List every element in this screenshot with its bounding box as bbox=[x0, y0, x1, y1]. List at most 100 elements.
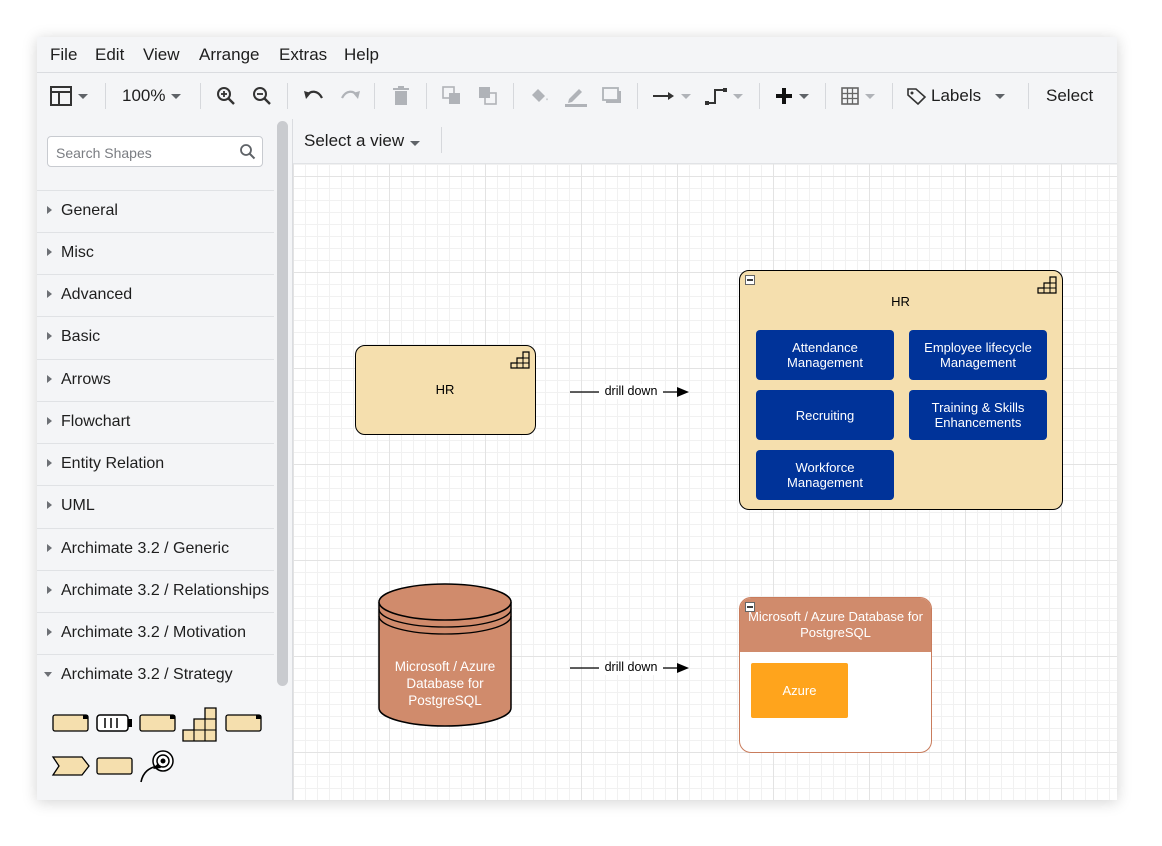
connection-style-button[interactable] bbox=[653, 73, 691, 119]
collapse-icon[interactable] bbox=[745, 602, 755, 612]
collapse-icon[interactable] bbox=[745, 275, 755, 285]
undo-icon bbox=[304, 90, 323, 99]
menu-file[interactable]: File bbox=[50, 45, 78, 64]
zoom-select[interactable]: 100% bbox=[122, 73, 182, 119]
training-skills-box[interactable]: Training & Skills Enhancements bbox=[909, 390, 1047, 440]
capability-icon bbox=[1037, 276, 1057, 294]
search-box[interactable] bbox=[47, 136, 263, 167]
menu-extras[interactable]: Extras bbox=[279, 45, 328, 64]
azure-box[interactable]: Azure bbox=[751, 663, 848, 718]
hr-group-container[interactable]: HR Attendance Management Employee lifecy… bbox=[739, 270, 1063, 510]
waypoint-icon bbox=[705, 88, 727, 105]
category-archimate-strategy[interactable]: Archimate 3.2 / Strategy bbox=[37, 654, 274, 696]
labels-text: Labels bbox=[931, 86, 982, 105]
course-of-action-shape[interactable] bbox=[96, 757, 133, 775]
category-archimate-relationships[interactable]: Archimate 3.2 / Relationships bbox=[37, 570, 274, 612]
category-label: Entity Relation bbox=[61, 455, 165, 472]
zoom-out-icon bbox=[253, 87, 271, 105]
category-entity-relation[interactable]: Entity Relation bbox=[37, 443, 274, 485]
category-label: Advanced bbox=[61, 286, 133, 303]
postgres-db-cylinder[interactable] bbox=[377, 582, 513, 730]
arrow-right-icon bbox=[653, 92, 674, 100]
table-button[interactable] bbox=[841, 73, 875, 119]
to-front-icon bbox=[442, 86, 460, 104]
select-text: Select bbox=[1046, 86, 1094, 105]
tag-icon bbox=[907, 88, 927, 105]
category-basic[interactable]: Basic bbox=[37, 316, 274, 358]
capability-steps-icon[interactable] bbox=[182, 707, 217, 742]
category-advanced[interactable]: Advanced bbox=[37, 274, 274, 316]
zoom-out-button[interactable] bbox=[252, 73, 272, 119]
target-icon[interactable] bbox=[140, 750, 174, 783]
zoom-value: 100% bbox=[122, 86, 166, 105]
diagram-canvas[interactable]: HR drill down HR Attendance Management E… bbox=[293, 164, 1117, 800]
employee-lifecycle-box[interactable]: Employee lifecycle Management bbox=[909, 330, 1047, 380]
to-back-button[interactable] bbox=[478, 73, 498, 119]
layout-panel-icon bbox=[50, 86, 72, 106]
shadow-button[interactable] bbox=[602, 73, 622, 119]
db-group-title: Microsoft / Azure Database for PostgreSQ… bbox=[748, 609, 923, 640]
db-group-container[interactable]: Microsoft / Azure Database for PostgreSQ… bbox=[739, 597, 932, 753]
select-view-dropdown[interactable]: Select a view bbox=[304, 131, 421, 151]
menu-view[interactable]: View bbox=[143, 45, 180, 64]
expand-arrow-icon bbox=[47, 501, 52, 509]
menu-help[interactable]: Help bbox=[344, 45, 379, 64]
resource-battery-shape[interactable] bbox=[96, 714, 132, 732]
category-label: Archimate 3.2 / Motivation bbox=[61, 624, 246, 641]
expand-arrow-icon bbox=[47, 332, 52, 340]
pencil-icon bbox=[565, 89, 587, 107]
collapse-arrow-icon bbox=[44, 672, 52, 677]
menu-edit[interactable]: Edit bbox=[95, 45, 125, 64]
to-front-button[interactable] bbox=[442, 73, 462, 119]
undo-button[interactable] bbox=[303, 73, 325, 119]
delete-button[interactable] bbox=[392, 73, 410, 119]
value-stream-chevron-shape[interactable] bbox=[51, 756, 90, 776]
recruiting-box[interactable]: Recruiting bbox=[756, 390, 894, 440]
capability-shape[interactable] bbox=[139, 714, 176, 732]
expand-arrow-icon bbox=[47, 586, 52, 594]
fill-color-button[interactable] bbox=[529, 73, 551, 119]
sidebar-scrollbar[interactable] bbox=[277, 121, 288, 686]
hr-capability-label: HR bbox=[435, 382, 455, 397]
line-color-button[interactable] bbox=[564, 73, 588, 119]
category-label: Flowchart bbox=[61, 413, 131, 430]
category-archimate-motivation[interactable]: Archimate 3.2 / Motivation bbox=[37, 612, 274, 654]
redo-button[interactable] bbox=[339, 73, 361, 119]
workforce-management-box[interactable]: Workforce Management bbox=[756, 450, 894, 500]
format-panel-button[interactable] bbox=[50, 73, 88, 119]
expand-arrow-icon bbox=[47, 628, 52, 636]
view-bar: Select a view bbox=[293, 119, 1117, 164]
expand-arrow-icon bbox=[47, 290, 52, 298]
zoom-in-button[interactable] bbox=[216, 73, 236, 119]
app-window: File Edit View Arrange Extras Help 100% bbox=[37, 37, 1117, 800]
category-misc[interactable]: Misc bbox=[37, 232, 274, 274]
attendance-management-box[interactable]: Attendance Management bbox=[756, 330, 894, 380]
select-view-label: Select a view bbox=[304, 131, 405, 150]
category-archimate-generic[interactable]: Archimate 3.2 / Generic bbox=[37, 528, 274, 570]
insert-button[interactable] bbox=[775, 73, 809, 119]
category-flowchart[interactable]: Flowchart bbox=[37, 401, 274, 443]
category-general[interactable]: General bbox=[37, 190, 274, 232]
search-shapes-input[interactable] bbox=[54, 141, 238, 164]
waypoints-button[interactable] bbox=[705, 73, 743, 119]
hr-group-title: HR bbox=[891, 294, 910, 309]
value-stream-shape[interactable] bbox=[225, 714, 262, 732]
menu-bar: File Edit View Arrange Extras Help bbox=[37, 37, 1117, 72]
expand-arrow-icon bbox=[47, 544, 52, 552]
category-uml[interactable]: UML bbox=[37, 485, 274, 527]
expand-arrow-icon bbox=[47, 248, 52, 256]
category-arrows[interactable]: Arrows bbox=[37, 359, 274, 401]
menu-arrange[interactable]: Arrange bbox=[199, 45, 260, 64]
resource-shape[interactable] bbox=[52, 714, 89, 732]
capability-icon bbox=[510, 351, 530, 369]
hr-capability[interactable]: HR bbox=[355, 345, 536, 435]
labels-button[interactable]: Labels bbox=[907, 73, 1006, 119]
trash-icon bbox=[393, 86, 409, 105]
toolbar: 100% bbox=[37, 72, 1117, 120]
shadow-icon bbox=[602, 87, 621, 103]
category-label: Basic bbox=[61, 328, 101, 345]
redo-icon bbox=[341, 90, 360, 99]
category-label: Misc bbox=[61, 244, 94, 261]
select-button[interactable]: Select bbox=[1046, 73, 1093, 119]
to-back-icon bbox=[479, 87, 497, 105]
